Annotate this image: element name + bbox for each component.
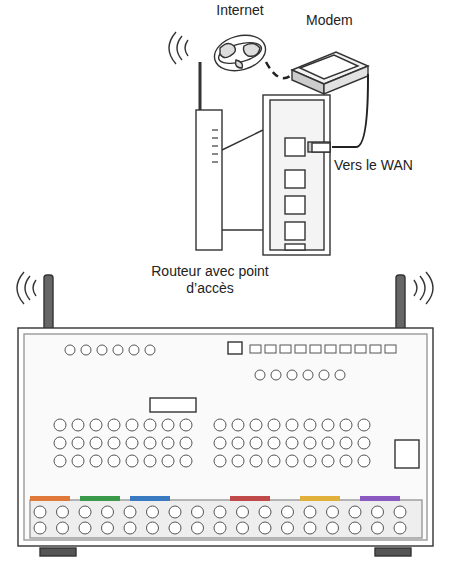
router-icon [222, 95, 330, 255]
router-box: Routeur avec point d’accès [135, 60, 332, 305]
node-label: Internet [200, 2, 280, 19]
port-label: Vers le WAN [334, 157, 413, 174]
access-point-icon [169, 32, 222, 250]
globe-icon [210, 30, 269, 76]
wan-plug [312, 143, 330, 152]
node-label: Routeur avec point d’accès [135, 263, 285, 297]
node-label: Modem [306, 12, 370, 29]
dashed-link [266, 62, 290, 78]
av-receiver [17, 272, 433, 556]
modem-box: Modem [286, 6, 370, 98]
internet-cloud: Internet [200, 2, 280, 82]
cable [332, 74, 368, 147]
modem-icon [292, 52, 368, 94]
